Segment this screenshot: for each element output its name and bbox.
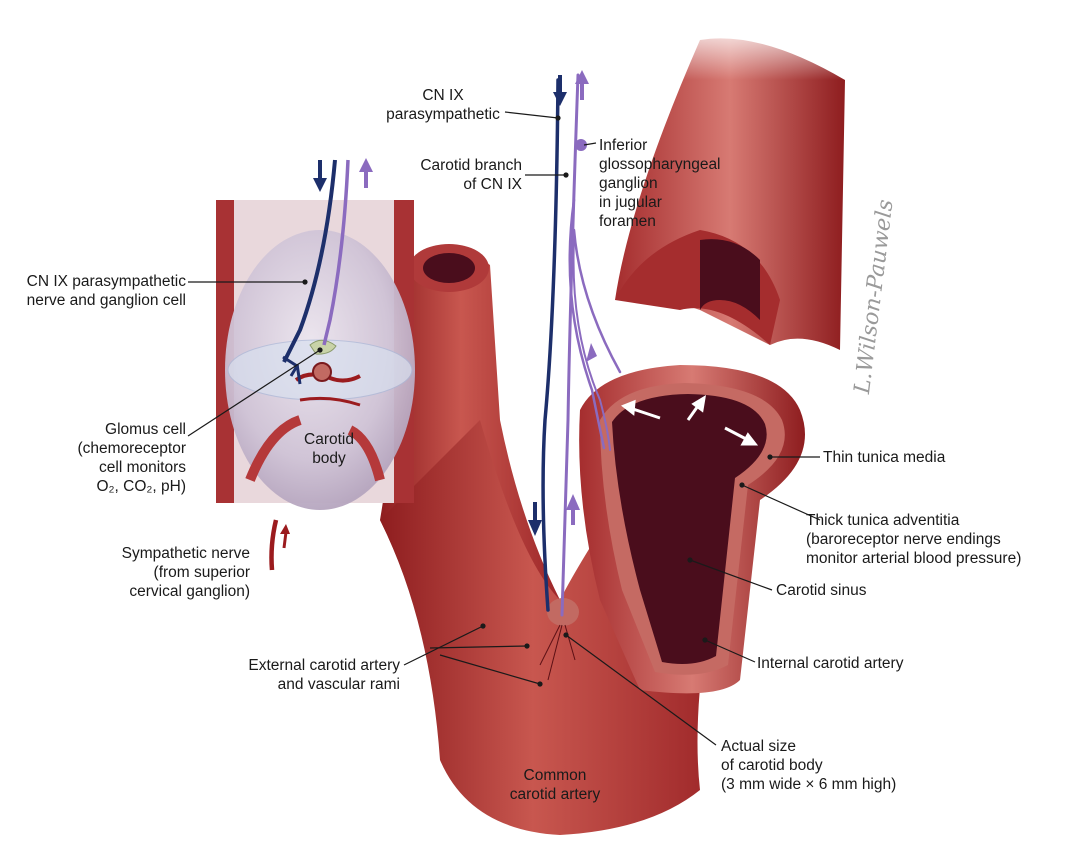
label-thin-tunica-media: Thin tunica media (823, 449, 946, 466)
leader-lines (187, 111, 821, 746)
label-carotid-sinus: Carotid sinus (776, 582, 867, 599)
label-external-carotid: External carotid artery and vascular ram… (248, 657, 400, 693)
label-cn9-parasympathetic: CN IX parasympathetic (386, 87, 500, 123)
label-glomus-cell: Glomus cell (chemoreceptor cell monitors… (77, 421, 186, 495)
label-actual-size: Actual size of carotid body (3 mm wide ×… (721, 738, 897, 793)
nerve-arrows (528, 70, 597, 536)
label-carotid-branch: Carotid branch of CN IX (420, 157, 522, 193)
label-sympathetic-nerve: Sympathetic nerve (from superior cervica… (121, 545, 250, 600)
label-cn9-nerve-ganglion-cell: CN IX parasympathetic nerve and ganglion… (26, 273, 186, 309)
internal-carotid-sinus (579, 365, 805, 694)
upper-internal-carotid-segment (600, 20, 880, 350)
label-thick-tunica-adventitia: Thick tunica adventitia (baroreceptor ne… (806, 512, 1022, 567)
label-common-carotid: Common carotid artery (509, 767, 601, 803)
main-nerves (541, 73, 622, 617)
carotid-body-inset (216, 158, 415, 571)
label-inferior-ganglion: Inferior glossopharyngeal ganglion in ju… (599, 137, 721, 230)
label-carotid-body: Carotid body (304, 431, 354, 467)
label-internal-carotid: Internal carotid artery (757, 655, 904, 672)
